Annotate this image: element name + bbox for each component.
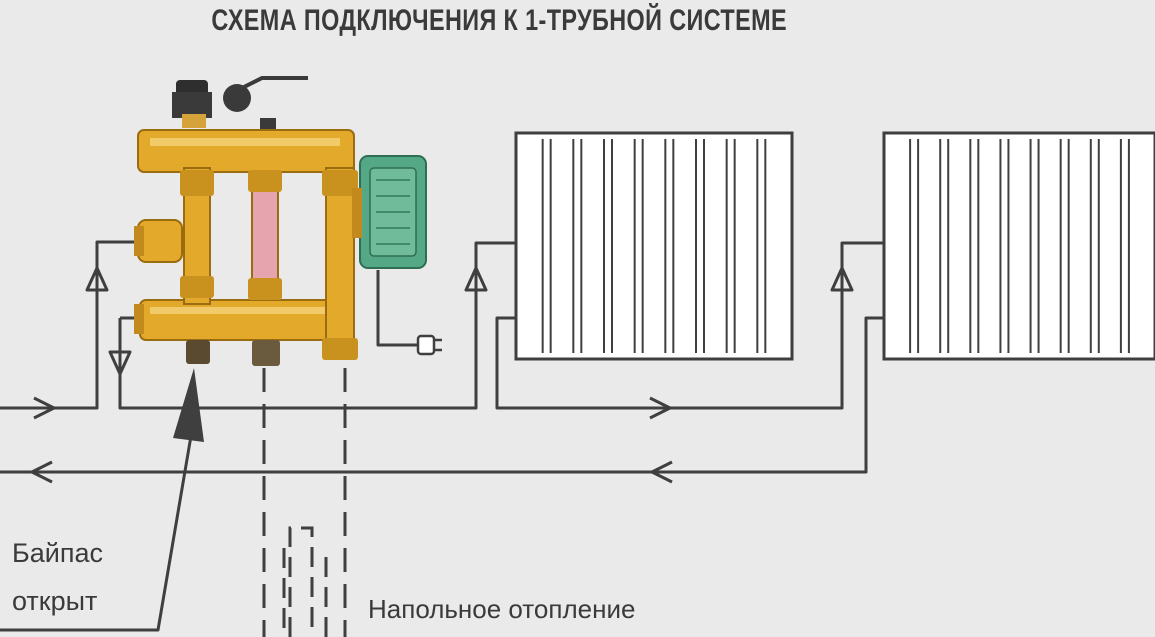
- bypass-return-drop: [118, 241, 516, 410]
- arrow-left-icon: [30, 460, 53, 484]
- arrow-left-icon: [650, 460, 673, 484]
- arrow-up-icon: [464, 266, 488, 292]
- plug-icon: [416, 334, 442, 356]
- bypass-label-line2: открыт: [12, 586, 98, 616]
- left-inlet-fitting: [137, 219, 183, 263]
- return-header: [139, 299, 355, 341]
- floor-heating-pipes: [262, 368, 347, 637]
- radiator-1: [514, 131, 794, 361]
- radiator-2: [882, 131, 1155, 361]
- radiators: [514, 131, 1155, 361]
- return-pipe: [0, 316, 886, 474]
- arrow-up-icon: [85, 266, 109, 292]
- bypass-label-line1: Байпас: [12, 538, 103, 568]
- arrow-up-icon: [830, 266, 854, 292]
- arrow-down-icon: [108, 350, 132, 376]
- arrow-right-icon: [649, 396, 672, 420]
- supply-header: [137, 129, 355, 173]
- supply-pipe-left: [0, 240, 140, 410]
- arrow-right-icon: [33, 396, 56, 420]
- bypass-pointer-line: [0, 429, 194, 632]
- diagram-title: СХЕМА ПОДКЛЮЧЕНИЯ К 1-ТРУБНОЙ СИСТЕМЕ: [211, 4, 787, 37]
- return-tube: [325, 167, 355, 349]
- flow-arrows: [30, 266, 854, 484]
- floor-heating-loop: [282, 526, 328, 637]
- bypass-pointer-arrowhead: [173, 368, 204, 442]
- floor-heating-label: Напольное отопление: [368, 594, 636, 624]
- mixing-manifold: [134, 76, 442, 366]
- pump-cable: [376, 270, 418, 347]
